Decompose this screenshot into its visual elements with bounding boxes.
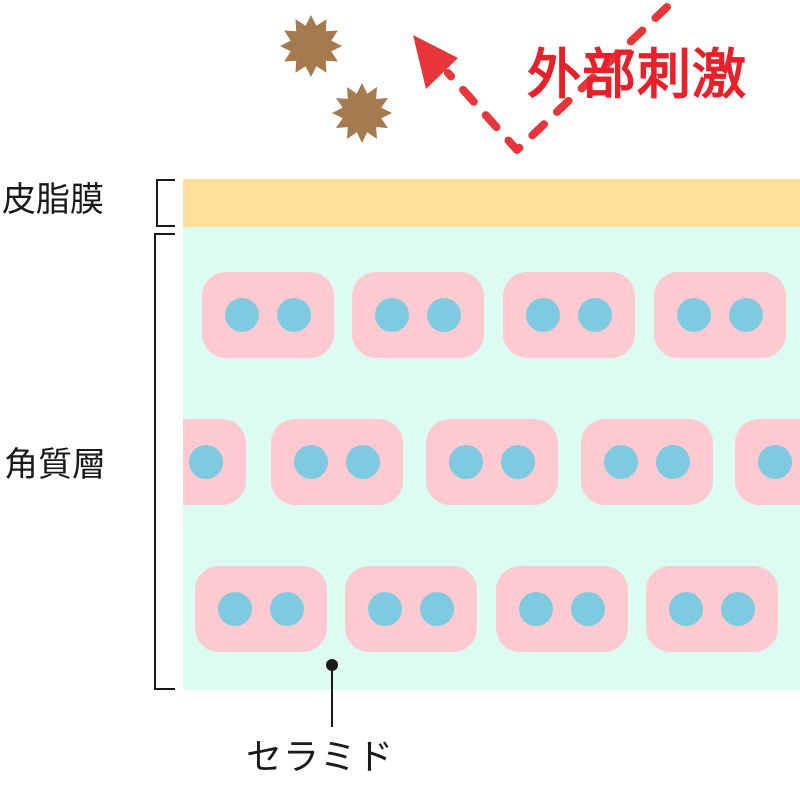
deflected-arrow-icon [413, 3, 671, 154]
cell-body [195, 566, 327, 652]
cell-nucleus [270, 592, 304, 626]
cell-nucleus [578, 298, 612, 332]
corneocyte-cell [345, 566, 477, 652]
cell-body [581, 419, 713, 505]
cell-nucleus [677, 298, 711, 332]
corneocyte-cell [503, 272, 635, 358]
cell-nucleus [729, 298, 763, 332]
corneocyte-cell [646, 566, 778, 652]
cell-nucleus [218, 592, 252, 626]
cell-nucleus [294, 445, 328, 479]
stratum-corneum-label: 角質層 [4, 445, 106, 485]
cell-nucleus [604, 445, 638, 479]
cell-nucleus [669, 592, 703, 626]
corneocyte-cells [183, 272, 800, 652]
cell-body [352, 272, 484, 358]
cell-body [271, 419, 403, 505]
sebum-film-label: 皮脂膜 [2, 180, 104, 220]
cell-body [202, 272, 334, 358]
cell-nucleus [519, 592, 553, 626]
stratum-corneum-bracket [154, 233, 175, 690]
sebum-film-bracket [156, 179, 175, 227]
cell-body [503, 272, 635, 358]
cell-nucleus [758, 445, 792, 479]
arrow-outgoing-path [444, 3, 671, 154]
corneocyte-cell [202, 272, 334, 358]
corneocyte-cell [496, 566, 628, 652]
external-stimulus-label: 外部刺激 [527, 43, 747, 106]
cell-body [496, 566, 628, 652]
cell-nucleus [526, 298, 560, 332]
cell-body [646, 566, 778, 652]
cell-nucleus [189, 445, 223, 479]
corneocyte-cell [654, 272, 786, 358]
layer-brackets [154, 179, 175, 690]
cell-nucleus [420, 592, 454, 626]
cell-nucleus [368, 592, 402, 626]
irritant-particle-icon [332, 83, 392, 143]
irritant-particles [280, 15, 392, 143]
corneocyte-cell [195, 566, 327, 652]
cell-nucleus [501, 445, 535, 479]
corneocyte-cell [735, 419, 800, 505]
cell-body [654, 272, 786, 358]
cell-nucleus [225, 298, 259, 332]
cell-nucleus [656, 445, 690, 479]
cell-nucleus [277, 298, 311, 332]
cell-nucleus [721, 592, 755, 626]
cell-body [345, 566, 477, 652]
cell-nucleus [427, 298, 461, 332]
corneocyte-cell [426, 419, 558, 505]
corneocyte-cell [183, 419, 246, 505]
cell-nucleus [346, 445, 380, 479]
cell-nucleus [375, 298, 409, 332]
ceramide-pointer [326, 659, 338, 727]
cell-body [183, 419, 246, 505]
cell-body [426, 419, 558, 505]
corneocyte-cell [581, 419, 713, 505]
cell-nucleus [449, 445, 483, 479]
irritant-particle-icon [280, 15, 342, 77]
corneocyte-cell [352, 272, 484, 358]
ceramide-label: セラミド [246, 737, 395, 778]
cell-nucleus [571, 592, 605, 626]
arrow-head [413, 35, 458, 89]
corneocyte-cell [271, 419, 403, 505]
sebum-film-layer [183, 179, 800, 227]
ceramide-dot [326, 659, 338, 671]
